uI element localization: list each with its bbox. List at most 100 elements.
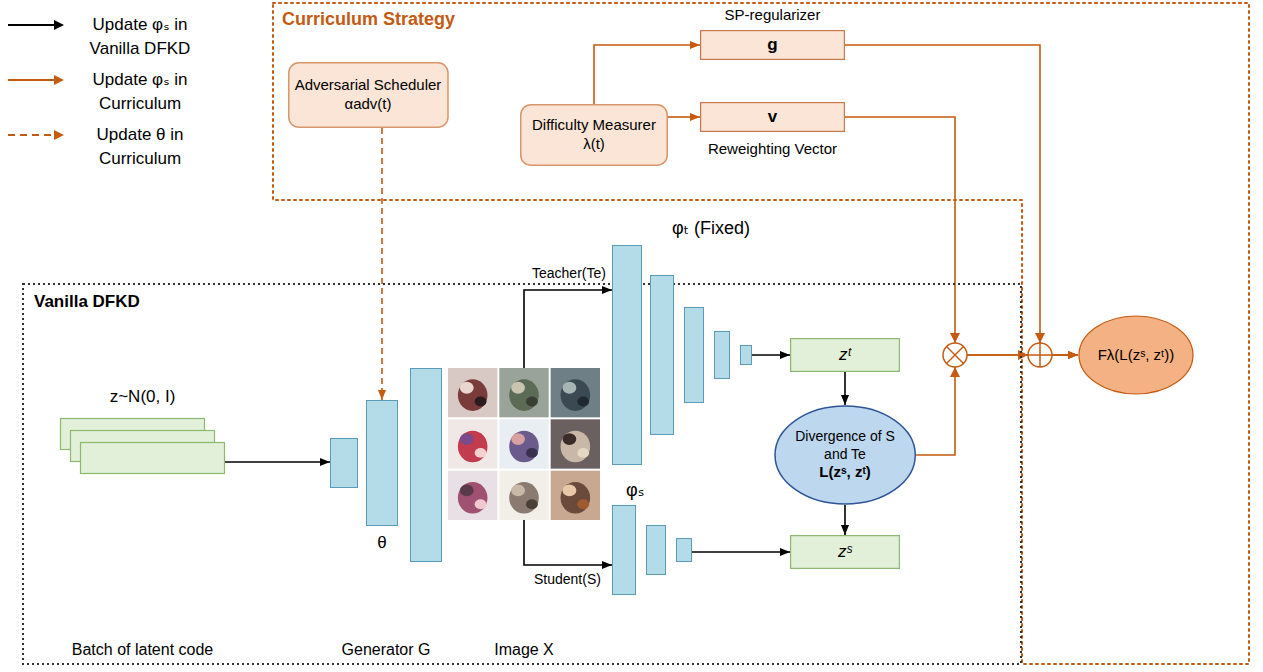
text-stack: Adversarial Schedulerαadv(t)	[295, 76, 442, 114]
sample-blob	[460, 382, 474, 394]
sample-ground	[551, 368, 600, 417]
sample-line	[8, 24, 54, 26]
sample-ground	[448, 419, 497, 468]
caption: Generator G	[286, 640, 486, 660]
scheduler-box: Adversarial Schedulerαadv(t)	[288, 62, 449, 128]
legend-text: Update φₛ in Curriculum	[70, 68, 210, 116]
connector-arrow	[524, 520, 612, 565]
text-holder: Vanilla DFKD	[34, 291, 234, 312]
layer-block	[685, 308, 704, 403]
sample-blob	[509, 482, 539, 514]
connector-arrow	[668, 116, 700, 118]
legend-entry: Update φₛ in Curriculum	[70, 68, 210, 116]
sample-ground	[448, 471, 497, 520]
sample-ground	[499, 368, 548, 417]
vanilla-region: Vanilla DFKDz~N(0, I)Batch of latent cod…	[22, 283, 1022, 665]
logit-box: zᵗ	[790, 338, 900, 372]
connector-arrow	[594, 45, 700, 104]
connector-arrow	[524, 290, 612, 368]
text-stack: g	[767, 34, 777, 55]
formula: λ(t)	[583, 135, 605, 154]
sample-blob	[475, 499, 487, 509]
layer-block	[613, 246, 642, 465]
latent-vector	[81, 443, 225, 474]
formula: L(zˢ, zᵗ)	[819, 463, 870, 482]
text-holder: Generator G	[286, 640, 486, 660]
parameter-label: θ	[366, 532, 398, 553]
operator-arrowhead	[950, 333, 960, 343]
latent-stack: z~N(0, I)Batch of latent code	[60, 418, 225, 474]
operator-stroke	[947, 347, 964, 364]
sample-blob	[509, 431, 539, 463]
image-grid: Image X	[448, 368, 600, 520]
text-holder: Batch of latent code	[30, 640, 255, 660]
operator-circle	[1028, 343, 1052, 367]
connector-arrow	[692, 551, 790, 553]
operator-circle	[943, 343, 967, 367]
logit-symbol: zᵗ	[839, 344, 851, 365]
sample-blob	[460, 484, 474, 496]
sample-ground	[551, 419, 600, 468]
region-outline	[23, 284, 1021, 664]
logit-box: zˢ	[790, 535, 900, 569]
connector-arrow	[225, 461, 330, 463]
operator-stroke	[1039, 343, 1041, 367]
sample-blob	[460, 433, 474, 445]
divergence-ellipse: Divergence of S and TeL(zˢ, zᵗ)	[774, 405, 916, 505]
vector-symbol: g	[767, 34, 777, 55]
sample-ground	[448, 368, 497, 417]
student-net: φₛ	[612, 505, 692, 595]
generated-sample	[448, 368, 497, 417]
generated-sample	[499, 471, 548, 520]
sample-blob	[509, 379, 539, 411]
sample-blob	[458, 431, 488, 463]
label-holder: Teacher(Te)	[530, 265, 608, 283]
node-shape	[330, 400, 442, 526]
generated-sample	[551, 471, 600, 520]
sample-line	[8, 79, 54, 81]
generated-sample	[551, 419, 600, 468]
layer-block	[331, 439, 358, 488]
sample-line	[8, 134, 54, 136]
box-outline	[521, 105, 668, 166]
connector-arrow	[381, 128, 383, 400]
text-holder: z~N(0, I)	[40, 386, 245, 407]
label-holder: Student(S)	[532, 571, 603, 589]
operator-arrowhead	[950, 367, 960, 377]
weight-box: vReweighting Vector	[700, 102, 845, 132]
sample-blob	[511, 433, 525, 445]
operator-arrowhead	[1035, 333, 1045, 343]
sample-arrowhead	[54, 130, 64, 140]
sample-blob	[458, 379, 488, 411]
edge-label: Student(S)	[532, 571, 603, 589]
multiply-symbol	[943, 343, 967, 367]
box-heading: SP-regularizer	[670, 6, 875, 25]
text-holder: Curriculum Strategy	[282, 8, 602, 31]
node-shape	[612, 505, 692, 595]
measurer-box: Difficulty Measurerλ(t)	[520, 104, 668, 166]
legend-sample	[8, 75, 64, 85]
region-outline	[273, 3, 1249, 664]
curriculum-region: Curriculum StrategyAdversarial Scheduler…	[272, 2, 1250, 665]
sample-blob	[577, 397, 589, 407]
objective-ellipse: Fλ(L(zˢ, zᵗ))	[1078, 315, 1194, 395]
layer-block	[741, 346, 752, 365]
layer-block	[613, 506, 636, 595]
sample-blob	[561, 482, 591, 514]
formula: Fλ(L(zˢ, zᵗ))	[1098, 346, 1175, 365]
text-holder: Reweighting Vector	[660, 140, 885, 159]
text-holder: Image X	[424, 640, 624, 660]
layer-block	[411, 369, 442, 562]
legend-text: Update θ in Curriculum	[70, 123, 210, 171]
text-stack: Difficulty Measurerλ(t)	[532, 116, 656, 154]
box-outline	[701, 103, 845, 132]
text-holder: φₜ (Fixed)	[672, 217, 812, 240]
box-outline	[701, 31, 845, 60]
sample-blob	[563, 484, 577, 496]
teacher-net: φₜ (Fixed)	[612, 245, 752, 465]
node-shape	[448, 368, 600, 520]
sample-blob	[577, 499, 589, 509]
formula: αadv(t)	[344, 95, 391, 114]
layer-block	[677, 539, 692, 562]
sample-arrowhead	[54, 75, 64, 85]
